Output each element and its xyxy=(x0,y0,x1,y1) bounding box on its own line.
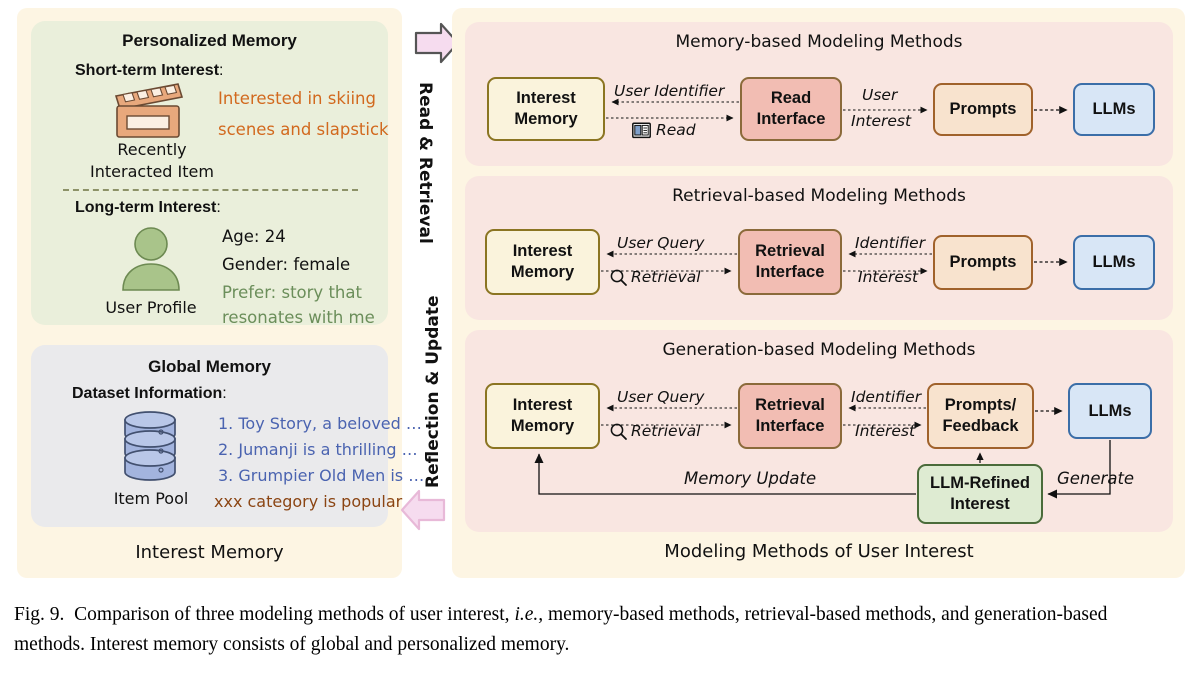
generation-panel-interest-memory-node[interactable]: Interest Memory xyxy=(485,383,600,449)
generation-panel-memory-update-label: Memory Update xyxy=(684,469,817,488)
long-term-interest-text: Long-term Interest xyxy=(75,199,217,216)
node-line2: Memory xyxy=(510,263,575,281)
memory-panel-interest-label: Interest xyxy=(851,112,912,130)
reflection-update-label: Reflection & Update xyxy=(423,295,443,489)
node-line1: LLMs xyxy=(1092,100,1136,118)
node-line1: Prompts/ xyxy=(944,396,1017,414)
clapperboard-icon xyxy=(110,80,192,147)
profile-age: Age: 24 xyxy=(222,227,286,246)
dataset-item-2: 2. Jumanji is a thrilling … xyxy=(218,440,418,459)
profile-gender: Gender: female xyxy=(222,255,351,274)
dataset-information-label: Dataset Information: xyxy=(72,385,227,403)
caption-italic: i.e., xyxy=(514,604,544,625)
long-term-colon: : xyxy=(216,199,221,216)
generation-panel-retrieval-interface-node[interactable]: Retrieval Interface xyxy=(738,383,842,449)
retrieval-panel-identifier-label: Identifier xyxy=(855,234,926,252)
global-memory-panel xyxy=(31,345,388,527)
generation-panel-interest-label: Interest xyxy=(855,422,916,440)
generation-panel-identifier-label: Identifier xyxy=(851,388,922,406)
memory-panel-user-label: User xyxy=(862,86,898,104)
profile-preference-line1: Prefer: story that xyxy=(222,283,362,302)
short-term-interest-text: Short-term Interest xyxy=(75,62,220,79)
retrieval-panel-user-query-label: User Query xyxy=(617,234,705,252)
magnifier-icon xyxy=(609,422,628,446)
node-line1: Interest xyxy=(516,89,576,107)
node-line1: Prompts xyxy=(949,253,1017,271)
generation-panel-prompts-feedback-node[interactable]: Prompts/ Feedback xyxy=(927,383,1034,449)
popular-category-note: xxx category is popular xyxy=(214,492,403,511)
retrieval-panel-interest-label: Interest xyxy=(858,268,919,286)
node-line2: Interface xyxy=(756,110,826,128)
short-term-colon: : xyxy=(219,62,224,79)
dataset-information-text: Dataset Information xyxy=(72,385,223,402)
book-icon xyxy=(632,122,651,144)
node-line1: Read xyxy=(770,89,812,107)
node-line2: Memory xyxy=(510,417,575,435)
node-line1: Interest xyxy=(512,242,573,260)
retrieval-panel-retrieval-interface-node[interactable]: Retrieval Interface xyxy=(738,229,842,295)
generation-based-title: Generation-based Modeling Methods xyxy=(662,340,976,360)
recently-interacted-item-label-line2: Interacted Item xyxy=(90,162,214,181)
caption-prefix: Fig. 9. xyxy=(14,604,65,625)
memory-panel-user-identifier-label: User Identifier xyxy=(614,82,725,100)
memory-panel-read-label: Read xyxy=(656,121,696,139)
memory-panel-interest-memory-node[interactable]: Interest Memory xyxy=(487,77,605,141)
node-line2: Interest xyxy=(950,495,1010,513)
global-memory-title: Global Memory xyxy=(148,357,271,376)
modeling-methods-footer: Modeling Methods of User Interest xyxy=(664,541,974,562)
database-icon xyxy=(117,408,183,489)
node-line2: Memory xyxy=(514,110,578,128)
node-line1: LLM-Refined xyxy=(930,474,1030,492)
caption-part2: memory-based methods, retrieval-based me… xyxy=(14,604,1108,655)
dataset-colon: : xyxy=(222,385,227,402)
retrieval-panel-llms-node[interactable]: LLMs xyxy=(1073,235,1155,290)
dataset-item-3: 3. Grumpier Old Men is … xyxy=(218,466,425,485)
retrieval-panel-interest-memory-node[interactable]: Interest Memory xyxy=(485,229,600,295)
section-divider xyxy=(63,189,358,191)
figure-caption: Fig. 9. Comparison of three modeling met… xyxy=(14,600,1182,660)
node-line1: Prompts xyxy=(949,100,1017,118)
short-term-interest-value-line2: scenes and slapstick xyxy=(218,120,389,139)
long-term-interest-label: Long-term Interest: xyxy=(75,199,221,217)
generation-panel-user-query-label: User Query xyxy=(617,388,705,406)
node-line1: Retrieval xyxy=(755,242,825,260)
short-term-interest-value-line1: Interested in skiing xyxy=(218,89,376,108)
node-line1: Interest xyxy=(512,396,573,414)
generation-panel-retrieval-label: Retrieval xyxy=(631,422,701,440)
personalized-memory-panel xyxy=(31,21,388,325)
node-line1: Retrieval xyxy=(755,396,825,414)
caption-part1: Comparison of three modeling methods of … xyxy=(74,604,510,625)
retrieval-based-title: Retrieval-based Modeling Methods xyxy=(672,186,966,206)
dataset-item-1: 1. Toy Story, a beloved … xyxy=(218,414,422,433)
memory-panel-prompts-node[interactable]: Prompts xyxy=(933,83,1033,136)
memory-based-title: Memory-based Modeling Methods xyxy=(675,32,963,52)
user-profile-label: User Profile xyxy=(105,298,197,317)
user-profile-icon xyxy=(115,224,187,301)
memory-panel-read-interface-node[interactable]: Read Interface xyxy=(740,77,842,141)
item-pool-label: Item Pool xyxy=(113,489,189,508)
retrieval-panel-prompts-node[interactable]: Prompts xyxy=(933,235,1033,290)
node-line2: Interface xyxy=(755,417,825,435)
magnifier-icon xyxy=(609,268,628,292)
interest-memory-footer: Interest Memory xyxy=(135,542,284,563)
read-retrieval-label: Read & Retrieval xyxy=(415,82,435,244)
node-line2: Interface xyxy=(755,263,825,281)
generation-panel-generate-label: Generate xyxy=(1057,469,1135,488)
node-line2: Feedback xyxy=(942,417,1019,435)
memory-panel-llms-node[interactable]: LLMs xyxy=(1073,83,1155,136)
recently-interacted-item-label-line1: Recently xyxy=(117,140,187,159)
short-term-interest-label: Short-term Interest: xyxy=(75,62,223,80)
node-line1: LLMs xyxy=(1088,401,1132,420)
profile-preference-line2: resonates with me xyxy=(222,308,375,327)
node-line1: LLMs xyxy=(1092,253,1136,271)
reflection-update-arrow-glyph xyxy=(400,489,446,531)
retrieval-panel-retrieval-label: Retrieval xyxy=(631,268,701,286)
personalized-memory-title: Personalized Memory xyxy=(122,31,297,50)
generation-panel-llms-node[interactable]: LLMs xyxy=(1068,383,1152,439)
generation-panel-llm-refined-interest-node[interactable]: LLM-Refined Interest xyxy=(917,464,1043,524)
